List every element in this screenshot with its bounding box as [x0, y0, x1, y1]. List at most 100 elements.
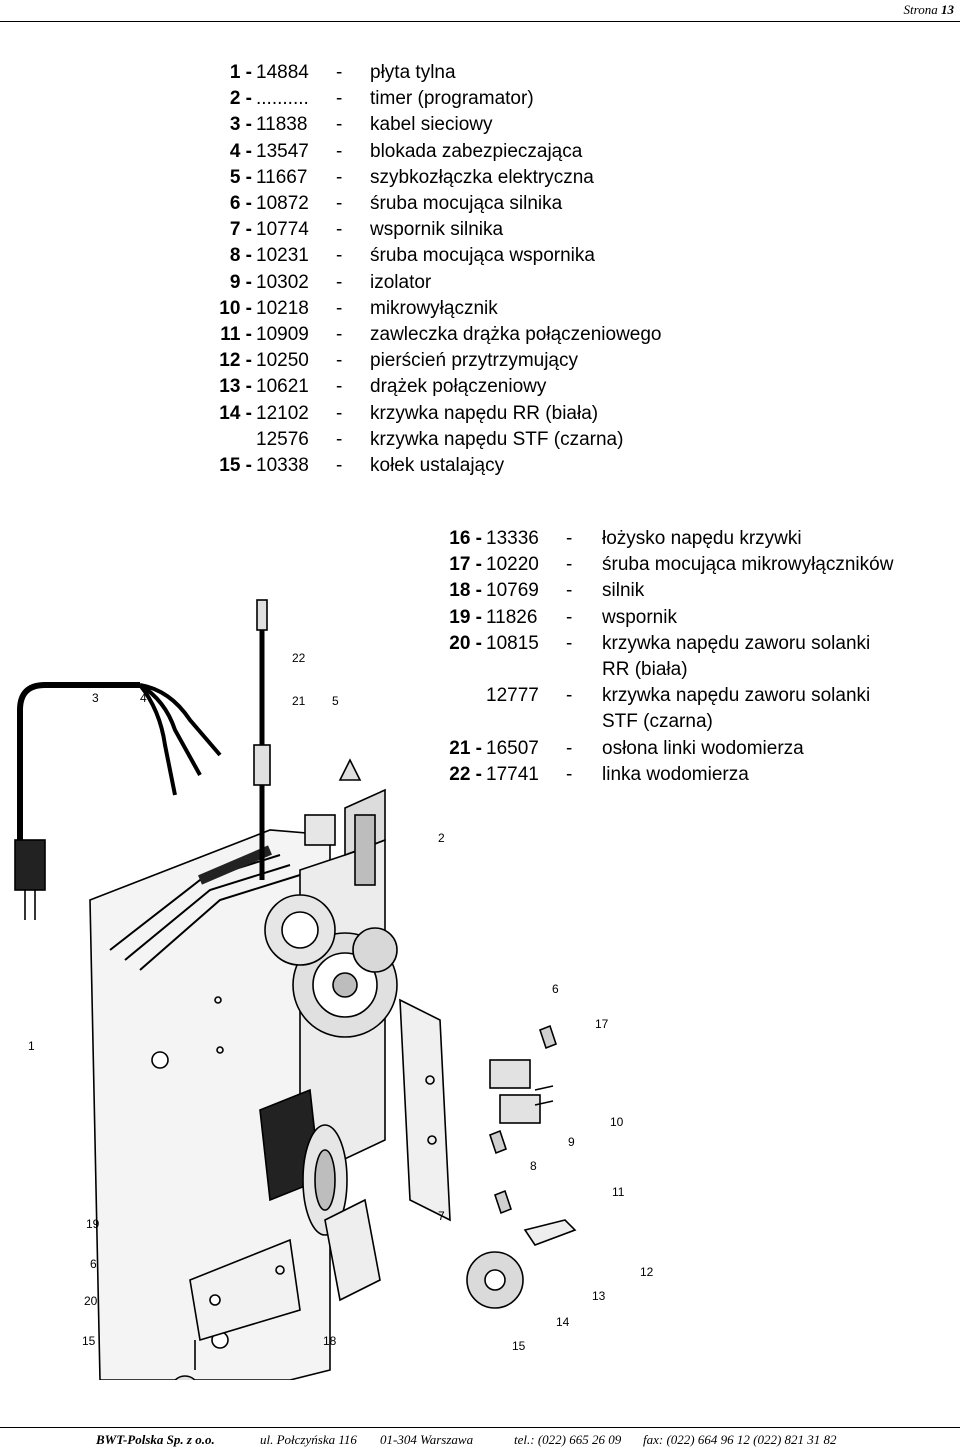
footer-tel: tel.: (022) 665 26 09 [514, 1432, 622, 1447]
part-description: krzywka napędu zaworu solanki [602, 685, 871, 707]
part-description: zawleczka drążka połączeniowego [370, 324, 662, 346]
part-description: linka wodomierza [602, 763, 749, 785]
part-row: 15 -10338-kołek ustalający [200, 453, 662, 479]
part-code: 10220 [486, 554, 539, 576]
part-code: .......... [256, 88, 309, 110]
part-row: RR (biała) [418, 657, 893, 683]
page-footer: BWT-Polska Sp. z o.o. ul. Połczyńska 116… [0, 1427, 960, 1449]
callout-11: 11 [612, 1185, 625, 1199]
part-row: 22 -17741 - linka wodomierza [418, 762, 893, 788]
part-row: 11 -10909-zawleczka drążka połączenioweg… [200, 322, 662, 348]
part-dash: - [336, 324, 343, 346]
part-description: wspornik silnika [370, 219, 504, 241]
part-row: 1 -14884-płyta tylna [200, 60, 662, 86]
part-description: STF (czarna) [602, 711, 713, 733]
part-description: śruba mocująca silnika [370, 193, 563, 215]
callout-6: 6 [552, 982, 559, 996]
part-description: płyta tylna [370, 62, 456, 83]
part-description: szybkozłączka elektryczna [370, 166, 594, 188]
part-number: 20 - [449, 632, 482, 654]
footer-fax: fax: (022) 664 96 12 (022) 821 31 82 [643, 1432, 837, 1447]
callout-8: 8 [530, 1159, 537, 1173]
part-number: 17 - [449, 554, 482, 576]
part-code: 13336 [486, 528, 539, 549]
part-description: izolator [370, 271, 432, 293]
part-number: 18 - [449, 580, 482, 602]
part-row: 5 -11667 - szybkozłączka elektryczna [200, 165, 662, 191]
part-row: 20 -10815-krzywka napędu zaworu solanki [418, 631, 893, 657]
part-description: kołek ustalający [370, 455, 505, 477]
footer-street: ul. Połczyńska 116 [260, 1432, 357, 1447]
part-number: 5 - [229, 166, 252, 188]
part-dash: - [336, 428, 343, 450]
part-description: pierścień przytrzymujący [370, 350, 578, 372]
part-dash: - [566, 554, 573, 576]
part-description: wspornik [602, 606, 677, 628]
part-dash: - [336, 88, 343, 110]
callout-22: 22 [292, 651, 306, 665]
part-number: 1 - [229, 62, 252, 83]
part-number: 22 - [449, 763, 482, 785]
callout-4: 4 [140, 691, 147, 705]
callout-10: 10 [610, 1115, 624, 1129]
part-dash: - [336, 166, 343, 188]
part-row: 12777 - krzywka napędu zaworu solanki [418, 683, 893, 709]
part-description: krzywka napędu zaworu solanki [602, 632, 871, 654]
part-code: 10909 [256, 324, 309, 346]
part-row: 6 -10872-śruba mocująca silnika [200, 191, 662, 217]
part-row: 14 -12102-krzywka napędu RR (biała) [200, 401, 662, 427]
part-dash: - [566, 606, 573, 628]
part-dash: - [566, 685, 573, 707]
part-number: 13 - [219, 376, 252, 398]
callout-20: 20 [84, 1294, 98, 1308]
part-row: 4 -13547-blokada zabezpieczająca [200, 139, 662, 165]
part-description: RR (biała) [602, 659, 688, 681]
part-row: 18 -10769-silnik [418, 578, 893, 604]
part-description: silnik [602, 580, 645, 602]
part-dash: - [336, 245, 343, 267]
part-description: mikrowyłącznik [370, 297, 498, 319]
part-number: 4 - [229, 140, 252, 162]
part-description: blokada zabezpieczająca [370, 140, 583, 162]
callout-2: 2 [438, 831, 445, 845]
part-row: 10 -10218-mikrowyłącznik [200, 296, 662, 322]
part-number: 21 - [449, 737, 482, 759]
part-code: 10218 [256, 297, 309, 319]
callout-17: 17 [595, 1017, 609, 1031]
callout-19: 19 [86, 1217, 100, 1231]
part-code: 16507 [486, 737, 539, 759]
callout-1: 1 [28, 1039, 35, 1053]
page-label: Strona [903, 2, 938, 17]
part-row: 8 -10231-śruba mocująca wspornika [200, 243, 662, 269]
part-description: śruba mocująca mikrowyłączników [602, 554, 894, 576]
part-row: 7 -10774-wspornik silnika [200, 217, 662, 243]
part-row: 19 -11826-wspornik [418, 605, 893, 631]
page-header: Strona 13 [0, 0, 960, 22]
part-description: timer (programator) [370, 88, 534, 110]
part-code: 12777 [486, 685, 539, 707]
part-code: 11667 [256, 166, 308, 188]
part-code: 10621 [256, 376, 309, 398]
part-code: 11838 [256, 114, 308, 136]
exploded-diagram: 22 21 5 3 4 2 6 17 1 10 9 8 11 7 19 12 6… [14, 599, 654, 1380]
part-code: 10774 [256, 219, 309, 241]
callout-13: 13 [592, 1289, 606, 1303]
part-dash: - [566, 763, 573, 785]
part-code: 17741 [486, 763, 539, 785]
lower-bracket [189, 1238, 301, 1342]
part-number: 7 - [229, 219, 252, 241]
part-number: 12 - [219, 350, 252, 372]
callout-7: 7 [438, 1209, 445, 1223]
part-number: 6 - [229, 193, 252, 215]
callout-3: 3 [92, 691, 99, 705]
part-dash: - [336, 350, 343, 372]
switch-bracket [399, 998, 451, 1222]
part-description: krzywka napędu RR (biała) [370, 402, 599, 424]
part-number: 2 - [229, 88, 252, 110]
part-description: osłona linki wodomierza [602, 737, 804, 759]
part-dash: - [336, 297, 343, 319]
part-code: 13547 [256, 140, 309, 162]
callout-6b: 6 [90, 1257, 97, 1271]
part-number: 3 - [229, 114, 252, 136]
callout-12: 12 [640, 1265, 654, 1279]
